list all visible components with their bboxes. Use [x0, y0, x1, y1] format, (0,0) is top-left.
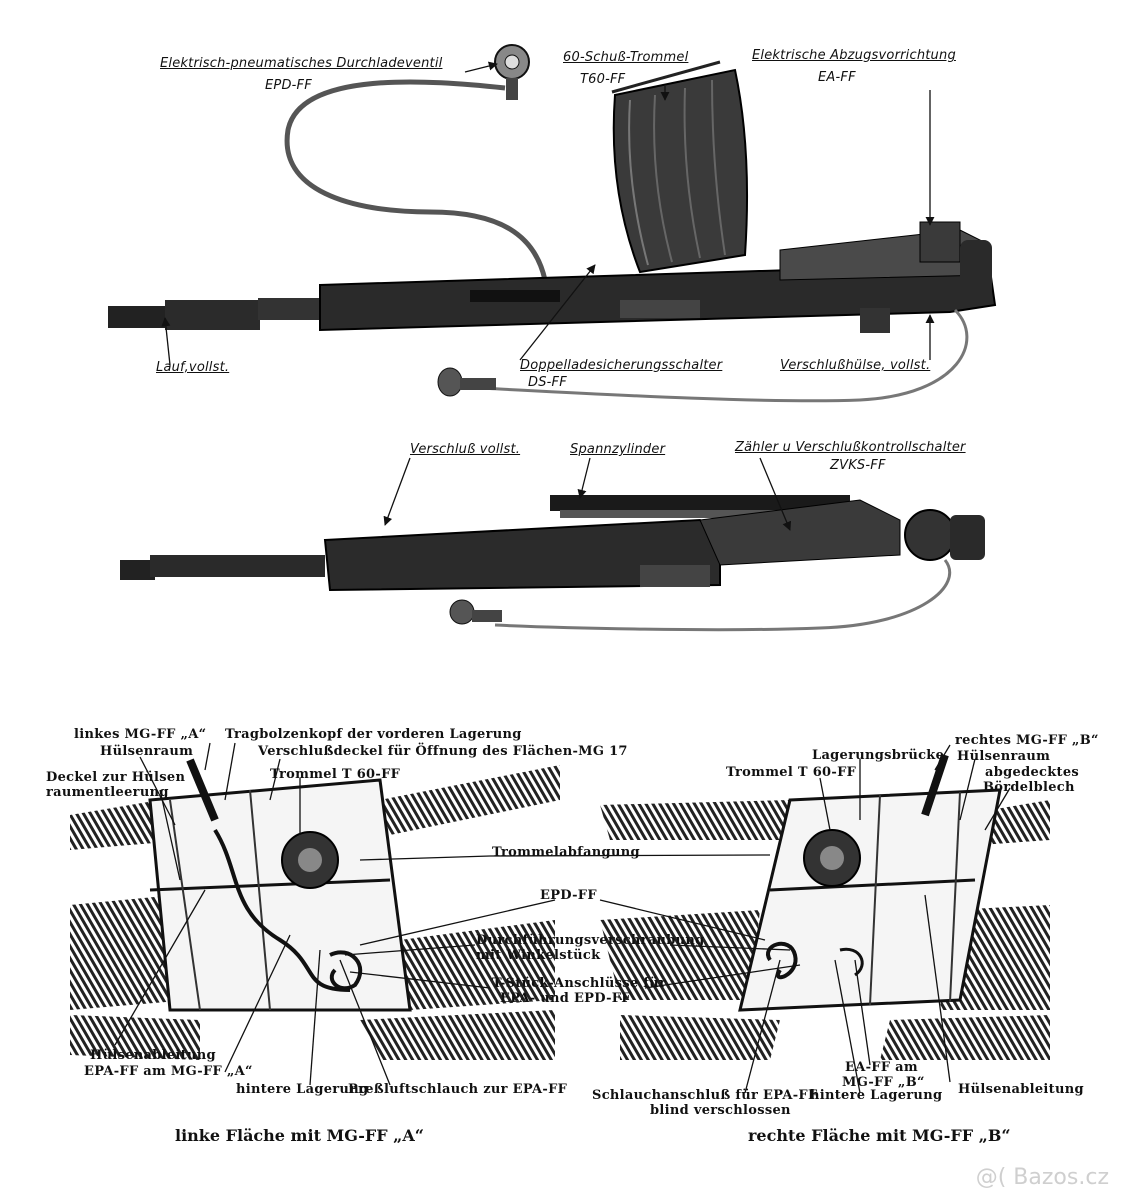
drum-magazine: [611, 60, 749, 274]
label-epa-a: EPA-FF am MG-FF „A“: [84, 1064, 253, 1079]
label-zvks-title: Zähler u Verschlußkontrollschalter: [735, 440, 966, 455]
label-drum-title: 60-Schuß-Trommel: [563, 50, 689, 65]
label-bridge: Lagerungsbrücke: [812, 748, 945, 763]
label-tee-2: EPA- und EPD-FF: [500, 991, 631, 1006]
label-ejection-left: Hülsenableitung: [90, 1048, 216, 1063]
label-bolt: Verschluß vollst.: [410, 442, 521, 457]
label-ea-code: EA-FF: [818, 70, 856, 85]
label-case-space-left: Hülsenraum: [100, 744, 194, 759]
label-covered-2: Bördelblech: [983, 780, 1075, 795]
label-hose: Preßluftschlauch zur EPA-FF: [348, 1082, 568, 1097]
caption-left-wing: linke Fläche mit MG-FF „A“: [175, 1126, 424, 1145]
connector-plug-icon: [437, 367, 496, 397]
top-gun-drawing: [108, 44, 997, 403]
label-barrel: Lauf,vollst.: [156, 360, 230, 375]
label-drum-code: T60-FF: [580, 72, 626, 87]
label-lid-2: raumentleerung: [46, 785, 169, 800]
label-epd-code: EPD-FF: [265, 78, 312, 93]
connector-plug-icon: [449, 599, 502, 625]
middle-gun-drawing: [120, 495, 985, 632]
label-case-space-right: Hülsenraum: [957, 749, 1051, 764]
label-gun-a: linkes MG-FF „A“: [74, 727, 207, 742]
label-gun-b: rechtes MG-FF „B“: [955, 733, 1099, 748]
label-feed-1: Durchführungsverschraubung: [476, 933, 705, 948]
watermark: @( Bazos.cz: [975, 1165, 1109, 1190]
label-rear-mount-right: hintere Lagerung: [810, 1088, 943, 1103]
label-cover: Verschlußdeckel für Öffnung des Flächen-…: [258, 744, 628, 759]
label-epd-title: Elektrisch-pneumatisches Durchladeventil: [160, 56, 443, 71]
label-ds-title: Doppelladesicherungsschalter: [520, 358, 723, 373]
label-ea-title: Elektrische Abzugsvorrichtung: [752, 48, 956, 63]
label-rear-mount-left: hintere Lagerung: [236, 1082, 369, 1097]
label-drum-left: Trommel T 60-FF: [270, 767, 401, 782]
label-covered-1: abgedecktes: [985, 765, 1080, 780]
epd-valve-icon: [494, 44, 530, 100]
label-ea-b-1: EA-FF am: [845, 1060, 918, 1075]
label-zvks-code: ZVKS-FF: [830, 458, 886, 473]
caption-right-wing: rechte Fläche mit MG-FF „B“: [748, 1126, 1011, 1145]
label-hose-conn-1: Schlauchanschluß für EPA-FF: [592, 1088, 818, 1103]
label-tee-1: T-Stück-Anschlüsse für: [492, 976, 667, 991]
label-epd: EPD-FF: [540, 888, 597, 903]
label-hose-conn-2: blind verschlossen: [650, 1103, 791, 1118]
label-lid-1: Deckel zur Hülsen: [46, 770, 186, 785]
label-feed-2: mit Winkelstück: [476, 948, 601, 963]
label-drum-catch: Trommelabfangung: [492, 845, 640, 860]
label-ea-b-2: MG-FF „B“: [842, 1075, 925, 1090]
left-wing-cutaway: [70, 758, 560, 1060]
label-ejection-right: Hülsenableitung: [958, 1082, 1084, 1097]
label-receiver: Verschlußhülse, vollst.: [780, 358, 931, 373]
label-cylinder: Spannzylinder: [570, 442, 666, 457]
label-bolt-head: Tragbolzenkopf der vorderen Lagerung: [225, 727, 522, 742]
leader-lines: [114, 61, 1011, 1094]
label-ds-code: DS-FF: [528, 375, 567, 390]
label-drum-right: Trommel T 60-FF: [726, 765, 857, 780]
